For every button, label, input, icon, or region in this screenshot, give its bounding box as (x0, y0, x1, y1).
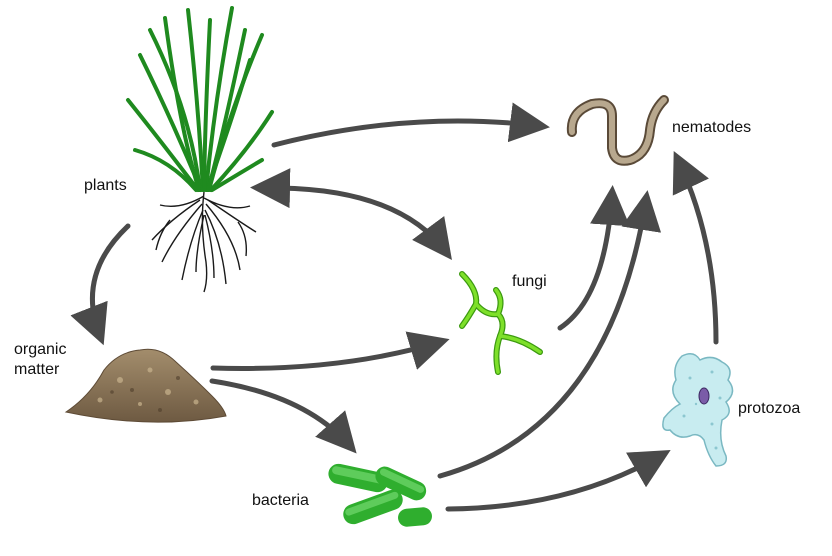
label-nematodes: nematodes (672, 119, 752, 136)
amoeba-protozoa-icon (662, 353, 734, 467)
arrow-plants-to-nematodes (271, 102, 550, 148)
arrow-plants-fungi-bidirectional (250, 168, 452, 261)
label-fungi: fungi (512, 273, 547, 290)
rod-shaped-bacteria-icon (328, 463, 432, 527)
arrow-bacteria-to-protozoa (445, 450, 671, 512)
label-organic-matter-line2: matter (14, 361, 60, 378)
label-bacteria: bacteria (252, 492, 309, 509)
label-organic-matter: organic matter (14, 340, 94, 380)
arrow-fungi-to-nematodes (557, 185, 630, 331)
label-organic-matter-line1: organic (14, 341, 67, 358)
grass-plant-icon (126, 6, 274, 293)
arrow-protozoa-to-nematodes (672, 150, 719, 345)
label-protozoa: protozoa (738, 400, 801, 417)
fungal-hyphae-icon (459, 271, 543, 375)
soil-pile-icon (64, 348, 227, 423)
label-plants: plants (84, 177, 127, 194)
arrow-organic-matter-to-fungi (210, 331, 450, 371)
arrow-plants-to-organic-matter (70, 223, 131, 346)
nematode-icon (566, 95, 669, 166)
arrow-organic-matter-to-bacteria (209, 378, 357, 454)
arrow-bacteria-to-nematodes (437, 190, 662, 479)
